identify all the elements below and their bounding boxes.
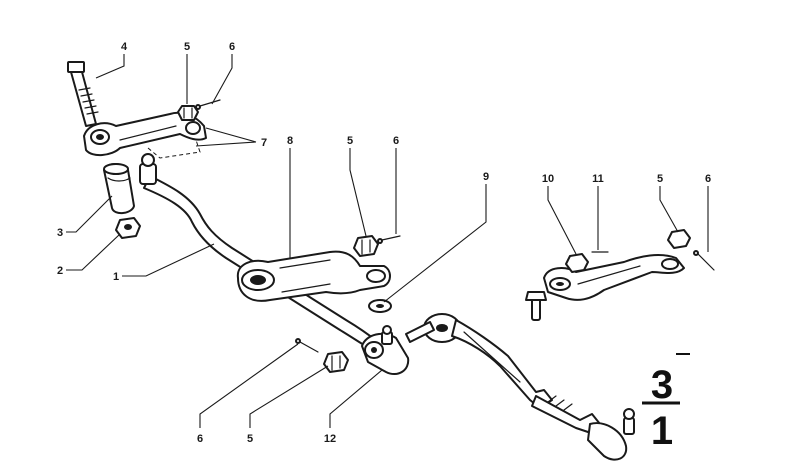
callout-5-middle: 5 — [347, 135, 353, 147]
ball-joint-part — [361, 325, 410, 376]
callout-1: 1 — [113, 271, 119, 283]
callout-5-bottom: 5 — [247, 433, 253, 445]
callout-4: 4 — [121, 41, 128, 53]
callout-5-inset: 5 — [657, 173, 663, 185]
callout-2: 2 — [57, 265, 63, 277]
callout-3: 3 — [57, 227, 63, 239]
outer-tie-rod-part — [423, 313, 635, 461]
group-label: 3 1 — [642, 353, 690, 453]
callout-7: 7 — [261, 137, 267, 149]
bushing-part — [103, 163, 135, 214]
castle-nut-part — [353, 235, 379, 257]
cotter-pin-part — [295, 338, 319, 353]
group-label-bottom: 1 — [651, 409, 673, 453]
nut-part — [115, 217, 141, 239]
bolt-part — [67, 61, 99, 127]
callout-8: 8 — [287, 135, 293, 147]
callout-6-inset: 6 — [705, 173, 711, 185]
callout-5-top: 5 — [184, 41, 190, 53]
group-label-top: 3 — [651, 363, 673, 407]
castle-nut-part — [565, 229, 691, 273]
callout-6-middle: 6 — [393, 135, 399, 147]
idler-arm-inset-part — [525, 254, 685, 321]
cotter-pin-part — [591, 250, 715, 271]
castle-nut-part — [323, 351, 349, 373]
cotter-pin-part — [377, 235, 401, 244]
castle-nut-part — [177, 105, 199, 121]
idler-arm-part — [83, 111, 207, 159]
callout-12: 12 — [324, 433, 336, 445]
callout-10: 10 — [542, 173, 554, 185]
washer-part — [368, 299, 392, 313]
cotter-pin-part — [195, 99, 221, 110]
pitman-arm-part — [236, 250, 391, 302]
callout-9: 9 — [483, 171, 489, 183]
callout-11: 11 — [592, 173, 604, 185]
callout-6-bottom: 6 — [197, 433, 203, 445]
tie-rod-end-part — [405, 321, 435, 343]
callout-6-top: 6 — [229, 41, 235, 53]
